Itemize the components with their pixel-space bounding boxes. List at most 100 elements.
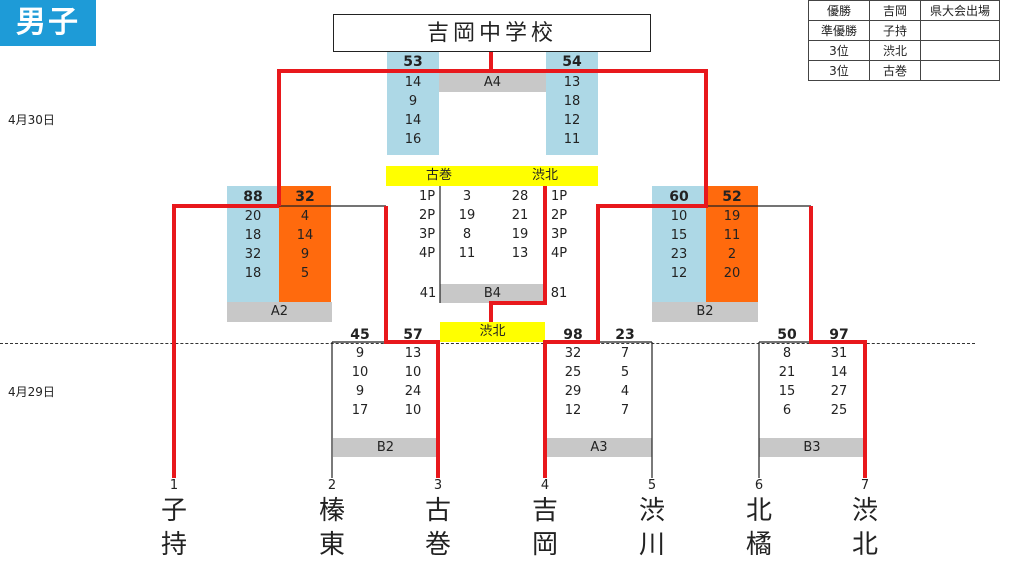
- b4-left-total: 41: [419, 286, 437, 301]
- a2-game-label: A2: [227, 302, 332, 322]
- b4-periods-right: 1P 2P 3P 4P: [544, 187, 574, 263]
- quarter-score: 28: [511, 189, 529, 204]
- quarter-score: 14: [404, 75, 422, 90]
- winner-line: [384, 206, 440, 478]
- team-number: 2: [327, 478, 337, 493]
- results-row: 準優勝 子持: [808, 20, 1000, 41]
- period-label: 3P: [550, 227, 568, 242]
- quarter-score: 18: [244, 228, 262, 243]
- b2l-game-label: B2: [333, 438, 438, 457]
- winner-line: [489, 186, 547, 322]
- a2-right-scores: 4 14 9 5: [279, 207, 331, 283]
- team-number: 7: [860, 478, 870, 493]
- team-name: 渋北: [851, 496, 878, 560]
- quarter-score: 19: [511, 227, 529, 242]
- a4-left-total: 53: [403, 54, 423, 70]
- winner-line: [491, 69, 708, 478]
- b4-left-scores: 3 19 8 11: [452, 187, 482, 263]
- quarter-score: 9: [355, 346, 365, 361]
- team-cell: 吉岡: [869, 0, 921, 21]
- quarter-score: 9: [300, 247, 310, 262]
- a3-right-total: 23: [615, 327, 635, 343]
- team-number: 4: [540, 478, 550, 493]
- a4-left-scores: 14 9 14 16: [387, 73, 439, 149]
- a3-game-label: A3: [546, 438, 652, 457]
- a4-right-scores: 13 18 12 11: [546, 73, 598, 149]
- quarter-score: 23: [670, 247, 688, 262]
- b4-periods-left: 1P 2P 3P 4P: [412, 187, 442, 263]
- quarter-score: 19: [458, 208, 476, 223]
- team-name: 榛東: [318, 496, 345, 560]
- quarter-score: 6: [782, 403, 792, 418]
- team-number: 3: [433, 478, 443, 493]
- date-label-day1: 4月29日: [8, 385, 55, 399]
- a3-left-total: 98: [563, 327, 583, 343]
- quarter-score: 13: [404, 346, 422, 361]
- team-name: 渋川: [638, 496, 665, 560]
- team-name: 子持: [160, 496, 187, 560]
- quarter-score: 21: [511, 208, 529, 223]
- a3-left-scores: 32 25 29 12: [548, 344, 598, 420]
- results-row: 3位 渋北: [808, 40, 1000, 61]
- b2u-right-bg: [706, 186, 758, 302]
- note-cell: [920, 60, 1000, 81]
- quarter-score: 13: [563, 75, 581, 90]
- quarter-score: 12: [670, 266, 688, 281]
- quarter-score: 24: [404, 384, 422, 399]
- rank-cell: 3位: [808, 40, 870, 61]
- period-label: 1P: [418, 189, 436, 204]
- quarter-score: 7: [620, 346, 630, 361]
- quarter-score: 14: [830, 365, 848, 380]
- b4-team-right: 渋北: [532, 168, 559, 183]
- quarter-score: 21: [778, 365, 796, 380]
- quarter-score: 10: [404, 365, 422, 380]
- quarter-score: 20: [244, 209, 262, 224]
- a4-right-total: 54: [562, 54, 582, 70]
- quarter-score: 17: [351, 403, 369, 418]
- quarter-score: 32: [244, 247, 262, 262]
- quarter-score: 11: [458, 246, 476, 261]
- b3-right-total: 97: [829, 327, 849, 343]
- a4-game-label: A4: [439, 73, 546, 92]
- b2u-left-total: 60: [669, 189, 689, 205]
- b4-right-scores: 28 21 19 13: [505, 187, 535, 263]
- a2-left-total: 88: [243, 189, 263, 205]
- winner-line: [277, 69, 491, 206]
- b2u-right-total: 52: [722, 189, 742, 205]
- quarter-score: 11: [563, 132, 581, 147]
- b4-right-total: 81: [550, 286, 568, 301]
- team-number: 1: [169, 478, 179, 493]
- period-label: 4P: [550, 246, 568, 261]
- quarter-score: 16: [404, 132, 422, 147]
- b2u-game-label: B2: [652, 302, 758, 322]
- period-label: 3P: [418, 227, 436, 242]
- team-number: 6: [754, 478, 764, 493]
- quarter-score: 10: [670, 209, 688, 224]
- quarter-score: 32: [564, 346, 582, 361]
- quarter-score: 11: [723, 228, 741, 243]
- a2-right-total: 32: [295, 189, 315, 205]
- quarter-score: 4: [620, 384, 630, 399]
- quarter-score: 8: [782, 346, 792, 361]
- team-name: 古巻: [424, 496, 451, 560]
- b2u-right-scores: 19 11 2 20: [706, 207, 758, 283]
- team-name: 吉岡: [531, 496, 558, 560]
- quarter-score: 25: [830, 403, 848, 418]
- quarter-score: 12: [563, 113, 581, 128]
- winner-line: [172, 204, 279, 478]
- quarter-score: 19: [723, 209, 741, 224]
- quarter-score: 18: [244, 266, 262, 281]
- a3-right-scores: 7 5 4 7: [600, 344, 650, 420]
- b4-team-left: 古巻: [426, 168, 453, 183]
- b4-team-bar: 古巻 渋北: [386, 166, 598, 186]
- day-divider: [0, 343, 975, 344]
- team-name: 北橘: [745, 496, 772, 560]
- period-label: 2P: [550, 208, 568, 223]
- quarter-score: 5: [300, 266, 310, 281]
- quarter-score: 9: [355, 384, 365, 399]
- b2l-right-total: 57: [403, 327, 423, 343]
- results-row: 優勝 吉岡 県大会出場: [808, 0, 1000, 21]
- b2l-left-total: 45: [350, 327, 370, 343]
- quarter-score: 15: [670, 228, 688, 243]
